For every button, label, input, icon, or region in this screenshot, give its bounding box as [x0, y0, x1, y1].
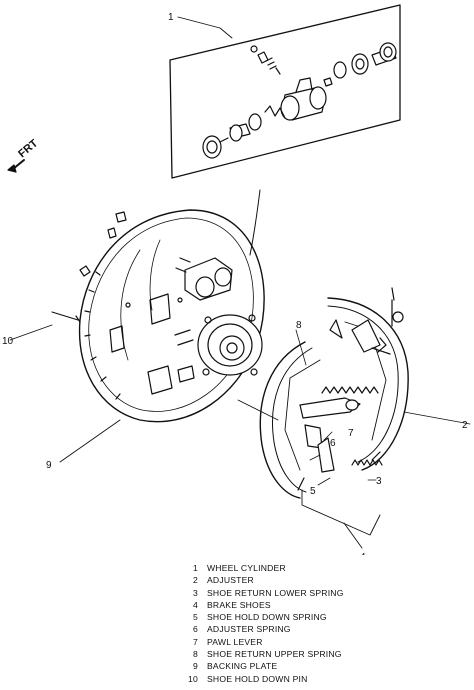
- legend-text: BACKING PLATE: [207, 661, 278, 672]
- legend-number: 8: [193, 649, 198, 660]
- legend-number: 2: [193, 575, 198, 586]
- legend-text: SHOE HOLD DOWN SPRING: [207, 612, 327, 623]
- parts-legend: 1 WHEEL CYLINDER 2 ADJUSTER 3 SHOE RETURN LOW…: [176, 562, 466, 685]
- legend-text: BRAKE SHOES: [207, 599, 271, 610]
- backing-plate: [78, 209, 265, 423]
- legend-number: 4: [193, 599, 198, 610]
- legend-number: 10: [188, 673, 198, 684]
- legend-item: 9 BACKING PLATE: [176, 660, 466, 672]
- callout-8: 8: [296, 320, 302, 331]
- callout-9: 9: [46, 460, 52, 471]
- callout-2: 2: [462, 420, 468, 431]
- callout-1: 1: [168, 12, 174, 23]
- wheel-cylinder-inset: [169, 4, 401, 179]
- legend-item: 4 BRAKE SHOES: [176, 599, 466, 611]
- legend-number: 9: [193, 661, 198, 672]
- legend-item: 8 SHOE RETURN UPPER SPRING: [176, 648, 466, 660]
- legend-text: WHEEL CYLINDER: [207, 563, 286, 573]
- legend-item: 1 WHEEL CYLINDER: [176, 562, 466, 574]
- legend-item: 6 ADJUSTER SPRING: [176, 623, 466, 635]
- legend-item: 3 SHOE RETURN LOWER SPRING: [176, 587, 466, 599]
- callout-5: 5: [310, 486, 316, 497]
- legend-item: 10 SHOE HOLD DOWN PIN: [176, 673, 466, 685]
- callout-3: 3: [376, 476, 382, 487]
- legend-number: 1: [193, 563, 198, 573]
- callout-10: 10: [2, 336, 14, 347]
- legend-text: ADJUSTER SPRING: [207, 624, 291, 635]
- legend-number: 7: [193, 636, 198, 647]
- callout-7: 7: [348, 428, 354, 439]
- exploded-brake-diagram: FRT 1 2 3 4 5 6 7 8 9 10: [2, 4, 471, 555]
- legend-number: 3: [193, 587, 198, 598]
- legend-text: PAWL LEVER: [207, 636, 263, 647]
- callout-numbers: 1 2 3 4 5 6 7 8 9 10: [2, 12, 468, 555]
- brake-shoe-assembly: [259, 287, 409, 499]
- legend-number: 6: [193, 624, 198, 635]
- legend-item: 7 PAWL LEVER: [176, 636, 466, 648]
- legend-text: SHOE RETURN UPPER SPRING: [207, 649, 342, 660]
- front-direction-arrow: [7, 159, 25, 173]
- callout-4: 4: [360, 552, 366, 555]
- legend-text: SHOE RETURN LOWER SPRING: [207, 587, 344, 598]
- legend-text: ADJUSTER: [207, 575, 254, 586]
- legend-item: 5 SHOE HOLD DOWN SPRING: [176, 611, 466, 623]
- legend-number: 5: [193, 612, 198, 623]
- legend-text: SHOE HOLD DOWN PIN: [207, 673, 308, 684]
- legend-item: 2 ADJUSTER: [176, 574, 466, 586]
- front-direction-label: FRT: [16, 137, 40, 160]
- bleeder-screw-parts: [79, 211, 127, 277]
- callout-6: 6: [330, 438, 336, 449]
